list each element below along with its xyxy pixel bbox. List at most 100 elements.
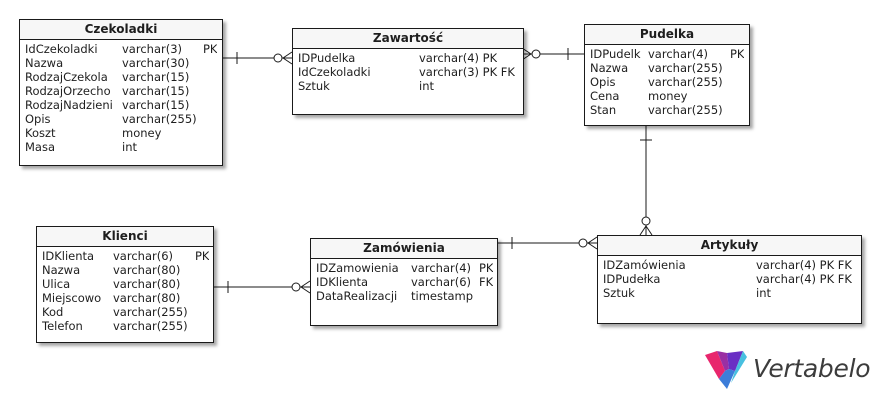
column-type: varchar(255)	[648, 61, 723, 75]
column-name: IDZamowienia	[316, 261, 399, 275]
column-row[interactable]: IdCzekoladki varchar(3) PK FK	[293, 65, 523, 79]
crow-foot	[587, 242, 598, 250]
column-type: varchar(3) PK FK	[419, 65, 515, 79]
column-row[interactable]: Cena money	[585, 89, 749, 103]
column-row[interactable]: DataRealizacji timestamp	[311, 289, 497, 303]
crow-foot	[587, 236, 598, 244]
vertabelo-mark-icon	[705, 351, 747, 389]
column-name: IDKlienta	[316, 275, 369, 289]
column-type: money	[122, 126, 162, 140]
column-row[interactable]: Kod varchar(255)	[37, 305, 213, 319]
column-type: varchar(15)	[122, 70, 190, 84]
column-row[interactable]: Koszt money	[20, 126, 222, 140]
column-name: Opis	[590, 75, 616, 89]
column-type: varchar(255)	[113, 305, 188, 319]
zero-marker	[578, 238, 588, 248]
column-row[interactable]: RodzajNadzieni varchar(15)	[20, 98, 222, 112]
column-row[interactable]: IDPudełka varchar(4) PK FK	[598, 272, 861, 286]
column-key: PK	[203, 42, 218, 56]
column-name: RodzajNadzieni	[25, 98, 113, 112]
relationship-czekoladki-zawartosc[interactable]	[221, 51, 293, 65]
column-row[interactable]: Nazwa varchar(80)	[37, 263, 213, 277]
relationship-pudelka-artykuly[interactable]	[639, 124, 653, 236]
column-name: IdCzekoladki	[298, 65, 371, 79]
column-row[interactable]: Opis varchar(255)	[585, 75, 749, 89]
column-name: IDKlienta	[42, 249, 95, 263]
column-name: Sztuk	[298, 79, 330, 93]
column-name: RodzajCzekola	[25, 70, 108, 84]
column-type: varchar(255)	[648, 75, 723, 89]
table-title: Pudelka	[585, 25, 749, 45]
column-type: varchar(4)	[648, 47, 709, 61]
table-title: Zamówienia	[311, 239, 497, 259]
column-row[interactable]: IDKlienta varchar(6) FK	[311, 275, 497, 289]
logo-text: Vertabelo	[753, 354, 871, 383]
column-key: PK	[730, 47, 745, 61]
table-title: Klienci	[37, 227, 213, 247]
column-name: IDPudełka	[603, 272, 661, 286]
column-type: timestamp	[411, 289, 474, 303]
column-name: Koszt	[25, 126, 56, 140]
relationship-zamowienia-artykuly[interactable]	[496, 236, 598, 250]
table-title: Zawartość	[293, 29, 523, 49]
column-key: PK	[195, 249, 210, 263]
column-row[interactable]: RodzajCzekola varchar(15)	[20, 70, 222, 84]
column-row[interactable]: RodzajOrzecho varchar(15)	[20, 84, 222, 98]
column-name: IDZamówienia	[603, 258, 686, 272]
column-name: Miejscowo	[42, 291, 102, 305]
column-name: RodzajOrzecho	[25, 84, 111, 98]
column-type: varchar(6)	[411, 275, 472, 289]
zero-marker	[531, 49, 541, 59]
column-type: varchar(80)	[113, 277, 181, 291]
column-name: IDPudelk	[590, 47, 641, 61]
column-type: int	[756, 286, 771, 300]
column-key: PK	[479, 261, 494, 275]
column-key: FK	[479, 275, 494, 289]
crow-foot	[300, 286, 311, 294]
column-type: varchar(15)	[122, 98, 190, 112]
crow-foot	[300, 280, 311, 288]
relationship-pudelka-zawartosc[interactable]	[521, 47, 584, 61]
crow-foot	[639, 225, 647, 236]
crow-foot	[282, 51, 293, 59]
column-name: DataRealizacji	[316, 289, 398, 303]
column-type: int	[122, 140, 137, 154]
column-type: money	[648, 89, 688, 103]
column-row[interactable]: IDPudelk varchar(4) PK	[585, 47, 749, 61]
column-name: Kod	[42, 305, 64, 319]
column-name: IDPudelka	[298, 51, 356, 65]
vertabelo-logo: Vertabelo	[703, 349, 875, 393]
column-type: varchar(15)	[122, 84, 190, 98]
column-type: varchar(80)	[113, 263, 181, 277]
zero-marker	[291, 282, 301, 292]
column-type: varchar(4) PK FK	[756, 272, 852, 286]
column-type: varchar(30)	[122, 56, 190, 70]
column-name: Nazwa	[42, 263, 81, 277]
zero-marker	[273, 53, 283, 63]
relationship-klienci-zamowienia[interactable]	[212, 280, 311, 294]
column-name: Telefon	[42, 319, 83, 333]
column-name: Cena	[590, 89, 620, 103]
crow-foot	[645, 225, 653, 236]
